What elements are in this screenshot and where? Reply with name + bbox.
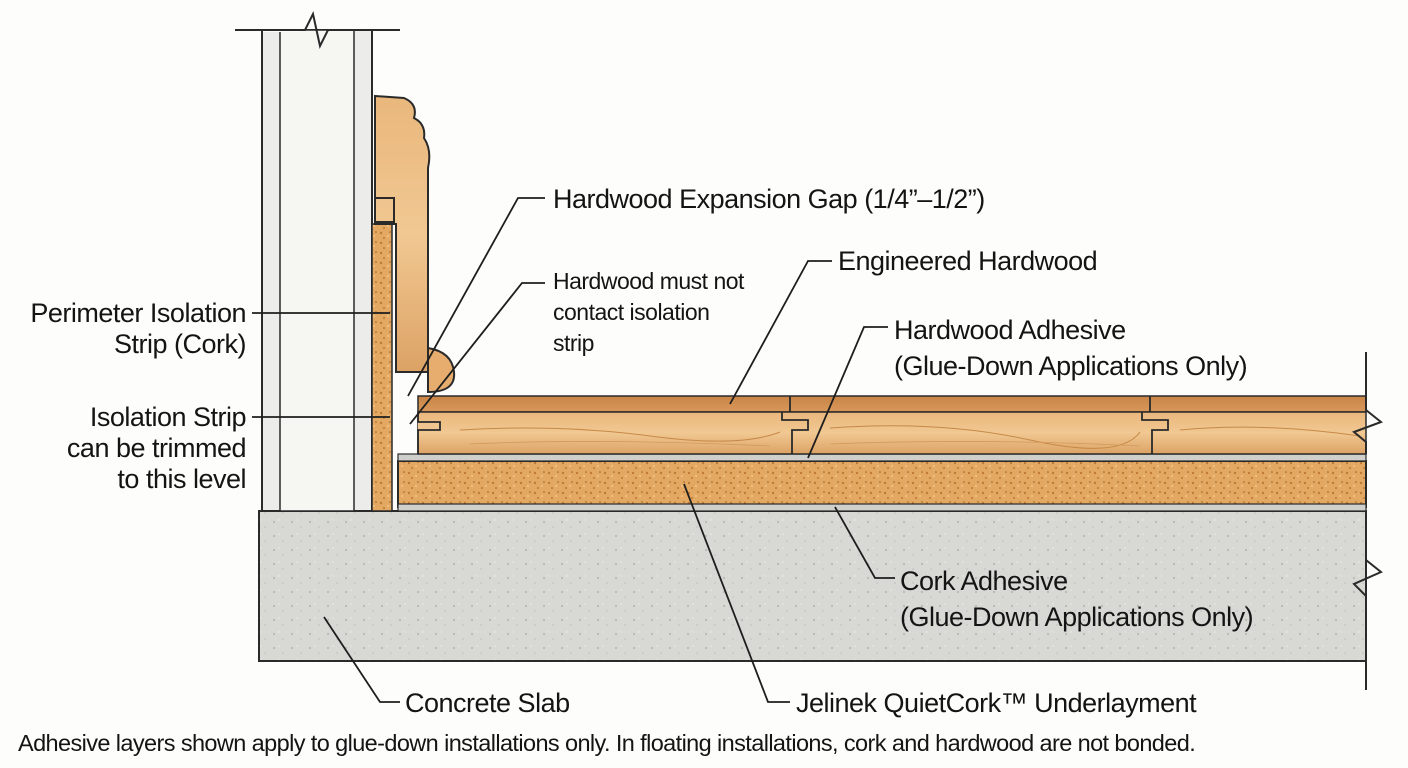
- cork-underlayment: [397, 460, 1367, 508]
- label-expansion-gap: Hardwood Expansion Gap (1/4”–1/2”): [553, 184, 985, 214]
- wall: [235, 11, 400, 512]
- label-perimeter-strip: Perimeter Isolation Strip (Cork): [30, 298, 246, 359]
- label-cork-adhesive: Cork Adhesive (Glue-Down Applications On…: [900, 566, 1254, 632]
- label-underlayment: Jelinek QuietCork™ Underlayment: [796, 688, 1197, 718]
- label-concrete-slab: Concrete Slab: [405, 688, 570, 718]
- label-hardwood-adhesive: Hardwood Adhesive (Glue-Down Application…: [894, 315, 1248, 381]
- cork-adhesive-layer: [397, 503, 1367, 512]
- perimeter-isolation-strip: [371, 223, 393, 512]
- leader-lines: [252, 197, 895, 703]
- hardwood-adhesive-layer: [397, 453, 1367, 462]
- concrete-slab: [258, 510, 1367, 662]
- baseboard: [374, 94, 431, 373]
- label-trim-level: Isolation Strip can be trimmed to this l…: [66, 402, 247, 494]
- label-engineered-hardwood: Engineered Hardwood: [838, 246, 1098, 276]
- label-no-contact: Hardwood must not contact isolation stri…: [553, 268, 744, 356]
- shoe-mould: [427, 346, 456, 394]
- slab-break-line: [1352, 511, 1383, 690]
- engineered-hardwood-planks: [417, 352, 1384, 455]
- footnote: Adhesive layers shown apply to glue-down…: [18, 730, 1196, 756]
